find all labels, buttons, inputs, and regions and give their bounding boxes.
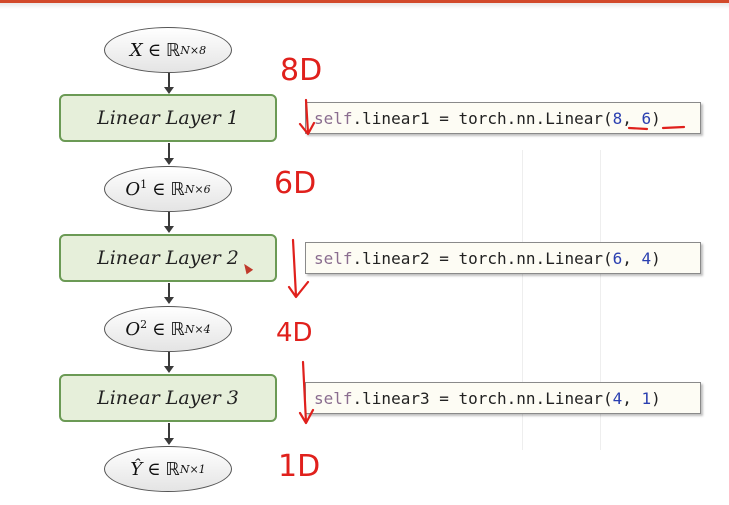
background-guide-line (522, 150, 523, 450)
layer-label: Linear Layer 1 (97, 107, 239, 129)
linear-layer-3: Linear Layer 3 (59, 374, 277, 422)
layer-label: Linear Layer 3 (97, 387, 239, 409)
element-of-symbol: ∈ (152, 318, 166, 340)
ink-label-4d: 4D (276, 318, 313, 348)
arrow-shaft (168, 423, 170, 439)
ink-down-arrow (287, 238, 310, 299)
code-separator: , (622, 388, 642, 408)
window-top-bar (0, 0, 729, 3)
element-of-symbol: ∈ (147, 39, 162, 61)
element-of-symbol: ∈ (152, 178, 166, 200)
node-variable-group: O1 (125, 178, 147, 200)
code-text: .linear1 = torch.nn.Linear( (352, 108, 613, 128)
arrow-shaft (168, 283, 170, 298)
arrow-shaft (168, 143, 170, 159)
arrow-head (164, 87, 174, 94)
arrow-shaft (168, 73, 170, 87)
node-variable-group: O2 (125, 318, 147, 340)
code-out-features: 1 (641, 388, 652, 408)
node-superscript: 2 (140, 318, 148, 331)
node-dimensions: N×6 (184, 182, 211, 196)
linear-layer-2: Linear Layer 2 (59, 234, 277, 282)
code-keyword: self (314, 108, 353, 128)
node-variable: O (125, 179, 141, 200)
arrow-head (164, 438, 174, 445)
code-line-linear2: self.linear2 = torch.nn.Linear(6, 4) (305, 242, 701, 274)
ink-down-arrow (298, 98, 316, 136)
node-dimensions: N×1 (179, 462, 206, 476)
layer-label: Linear Layer 2 (97, 247, 239, 269)
code-out-features: 4 (641, 248, 652, 268)
ink-underline (627, 126, 649, 131)
ink-label-6d: 6D (274, 166, 316, 201)
arrow-head (164, 366, 174, 373)
node-superscript: 1 (140, 178, 148, 191)
code-in-features: 6 (612, 248, 623, 268)
element-of-symbol: ∈ (147, 458, 161, 480)
window-top-shadow (0, 3, 729, 9)
node-dimensions: N×8 (180, 43, 207, 57)
ink-strokes (287, 98, 686, 425)
code-in-features: 4 (612, 388, 623, 408)
background-guide-line (600, 150, 601, 450)
code-separator: , (622, 248, 642, 268)
code-close-paren: ) (651, 108, 661, 128)
real-set-symbol: ℝ (165, 458, 180, 480)
node-variable: X (129, 39, 143, 61)
ink-underline (661, 125, 686, 130)
real-set-symbol: ℝ (166, 39, 181, 61)
linear-layer-1: Linear Layer 1 (59, 94, 277, 142)
real-set-symbol: ℝ (170, 178, 185, 200)
code-text: .linear3 = torch.nn.Linear( (352, 388, 613, 408)
code-separator: , (622, 108, 642, 128)
real-set-symbol: ℝ (170, 318, 185, 340)
ink-text-group: 8D 6D 4D 1D (274, 53, 322, 484)
code-close-paren: ) (651, 388, 661, 408)
arrow-shaft (168, 352, 170, 366)
code-close-paren: ) (651, 248, 661, 268)
code-keyword: self (314, 388, 353, 408)
code-out-features: 6 (641, 108, 652, 128)
node-variable: Ŷ (130, 458, 143, 480)
arrow-shaft (168, 212, 170, 226)
node-dimensions: N×4 (184, 322, 211, 336)
node-variable: O (125, 319, 141, 340)
ink-label-1d: 1D (278, 449, 320, 484)
code-text: .linear2 = torch.nn.Linear( (352, 248, 613, 268)
arrow-head (164, 158, 174, 165)
code-keyword: self (314, 248, 353, 268)
ink-label-8d: 8D (280, 53, 322, 88)
code-in-features: 8 (612, 108, 623, 128)
code-line-linear3: self.linear3 = torch.nn.Linear(4, 1) (305, 382, 701, 414)
arrow-head (164, 297, 174, 304)
arrow-head (164, 226, 174, 233)
ink-down-arrow (298, 360, 315, 425)
